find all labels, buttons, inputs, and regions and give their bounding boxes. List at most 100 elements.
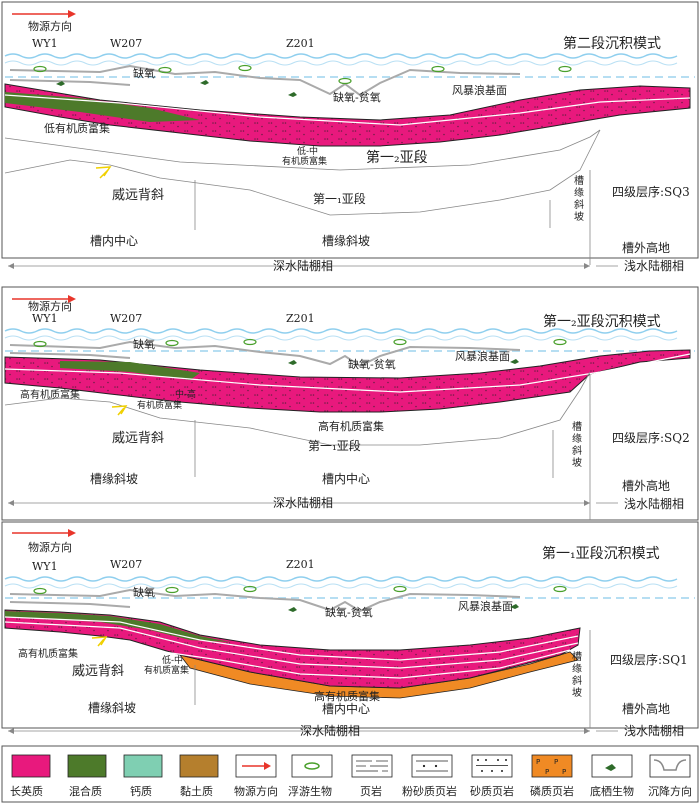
zone-label: 槽缘斜坡 <box>90 472 138 486</box>
anticline-label: 威远背斜 <box>72 664 124 679</box>
legend-label: 粉砂质页岩 <box>402 784 457 798</box>
legend-swatch <box>179 754 219 778</box>
well-label: Z201 <box>286 37 315 50</box>
sea-surface <box>4 576 678 582</box>
sea-surface <box>4 583 678 589</box>
sea-surface <box>4 53 678 59</box>
panel-1-frame <box>1 1 699 259</box>
anoxic-label: 缺氧 <box>133 585 155 599</box>
plankton-icon <box>33 585 567 595</box>
source-direction-label: 物源方向 <box>28 299 72 313</box>
zone-label: 槽缘斜坡 <box>88 701 136 715</box>
anticline-arrow <box>95 166 112 177</box>
legend-swatch <box>67 754 107 778</box>
zone-label: 槽内中心 <box>90 233 138 248</box>
well-label: W207 <box>110 558 142 571</box>
panel-2: 物源方向 WY1 W207 Z201 第一₂亚段沉积模式 缺氧 缺氧-贫氧 风暴… <box>1 286 699 521</box>
organic-label: 高有机质富集 <box>314 689 380 703</box>
facies-label: 深水陆棚相 <box>273 258 333 273</box>
panel-title: 第一₂亚段沉积模式 <box>543 313 661 330</box>
organic-label: 有机质富集 <box>282 155 327 167</box>
legend-swatch <box>411 754 453 778</box>
facies-label: 浅水陆棚相 <box>624 258 684 273</box>
anoxic-label: 缺氧 <box>133 66 155 80</box>
legend-swatch <box>291 754 333 778</box>
anticline-label: 威远背斜 <box>112 431 164 446</box>
organic-label: 低-中 <box>297 145 318 157</box>
well-label: WY1 <box>32 560 58 573</box>
anticline-arrow <box>91 636 108 646</box>
panel-title: 第二段沉积模式 <box>563 35 661 52</box>
legend-swatch <box>351 754 393 778</box>
slope-vertical-label: 槽 缘 斜 坡 <box>574 174 587 223</box>
horizon-line <box>4 129 601 171</box>
sequence-label: 四级层序:SQ3 <box>612 184 690 199</box>
storm-base-label: 风暴浪基面 <box>455 349 510 363</box>
zone-label: 槽内中心 <box>322 471 370 486</box>
benthic-icon <box>288 359 519 365</box>
anoxic-poor-label: 缺氧-贫氧 <box>333 90 381 104</box>
svg-text:P: P <box>545 768 549 776</box>
svg-text:P: P <box>562 768 566 776</box>
organic-label: 高有机质富集 <box>18 647 78 660</box>
redox-boundary <box>9 588 521 613</box>
plankton-icon <box>33 338 567 348</box>
svg-text:P: P <box>536 758 540 766</box>
plankton-icon <box>33 64 572 85</box>
sequence-label: 四级层序:SQ1 <box>610 652 688 667</box>
facies-label: 浅水陆棚相 <box>624 496 684 511</box>
svg-text:P: P <box>554 758 558 766</box>
well-label: WY1 <box>32 312 58 325</box>
legend-label: 物源方向 <box>234 784 278 798</box>
organic-label: 低-中 <box>162 654 183 666</box>
legend-label: 砂质页岩 <box>470 784 514 798</box>
source-arrow-head <box>68 295 76 303</box>
storm-base-label: 风暴浪基面 <box>452 83 507 97</box>
source-arrow-head <box>68 10 76 18</box>
legend-swatch <box>11 754 51 778</box>
sub-member-label: 第一₁亚段 <box>313 191 366 206</box>
horizon-line <box>4 371 591 446</box>
organic-label: 高有机质富集 <box>20 388 80 401</box>
source-arrow-head <box>68 529 76 537</box>
facies-label: 深水陆棚相 <box>273 495 333 510</box>
well-label: W207 <box>110 312 142 325</box>
organic-label: 高有机质富集 <box>318 419 384 433</box>
well-label: WY1 <box>32 37 58 50</box>
anticline-arrow <box>97 638 105 647</box>
panel-3-frame <box>1 521 699 729</box>
storm-base-label: 风暴浪基面 <box>458 599 513 613</box>
sea-surface <box>4 60 678 66</box>
sub-member-label: 第一₂亚段 <box>366 149 428 166</box>
legend-label: 黏土质 <box>180 784 213 798</box>
panel-title: 第一₁亚段沉积模式 <box>542 545 660 562</box>
anoxic-poor-label: 缺氧-贫氧 <box>348 357 396 371</box>
sea-surface <box>4 335 678 341</box>
bedding-line <box>4 353 691 393</box>
felsic-layer-texture <box>5 84 690 146</box>
bedding-line <box>4 621 579 669</box>
legend-label: 页岩 <box>360 784 382 798</box>
redox-boundary <box>9 352 131 359</box>
anticline-arrow <box>117 407 125 416</box>
zone-label: 槽缘斜坡 <box>322 234 370 248</box>
redox-boundary <box>9 79 131 86</box>
mixed-layer <box>5 92 200 122</box>
bedding-line <box>4 616 579 661</box>
anoxic-label: 缺氧 <box>133 337 155 351</box>
horizon-line <box>4 129 601 216</box>
legend-swatch <box>531 754 573 778</box>
source-direction-label: 物源方向 <box>28 19 72 33</box>
bedding-line <box>149 649 571 679</box>
organic-label: 有机质富集 <box>144 664 189 676</box>
slope-vertical-label: 槽 缘 斜 坡 <box>572 650 585 699</box>
organic-label: 有机质富集 <box>137 399 182 411</box>
legend-swatch <box>471 754 513 778</box>
panel-2-frame <box>1 286 699 521</box>
legend-label: 沉降方向 <box>648 784 692 798</box>
organic-label: 低有机质富集 <box>44 121 110 135</box>
legend-label: 混合质 <box>69 784 102 798</box>
